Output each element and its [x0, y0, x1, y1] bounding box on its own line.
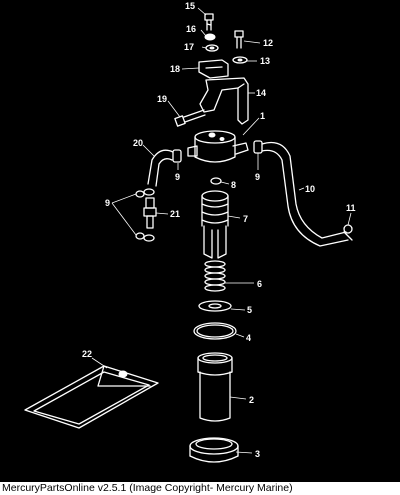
part-19-bolt: [174, 109, 206, 127]
callout-9-right: 9: [255, 172, 260, 182]
callout-3: 3: [255, 449, 260, 459]
part-15-bolt: [204, 13, 214, 31]
part-2-filter-bowl: [197, 352, 233, 422]
part-22-decal: [24, 365, 159, 429]
callout-8: 8: [231, 180, 236, 190]
callout-15: 15: [185, 1, 195, 11]
callout-4: 4: [246, 333, 251, 343]
part-18-clamp: [198, 59, 229, 79]
part-6-spring: [204, 260, 226, 292]
callout-20: 20: [133, 138, 143, 148]
part-5-washer: [198, 300, 232, 312]
callout-10: 10: [305, 184, 315, 194]
callout-2: 2: [249, 395, 254, 405]
part-8-o-ring: [210, 177, 222, 185]
part-20-hose: [147, 149, 174, 187]
part-11-clamp: [343, 224, 353, 241]
callout-5: 5: [247, 305, 252, 315]
part-13-washer: [232, 56, 248, 64]
part-10-hose: [261, 141, 349, 247]
callout-12: 12: [263, 38, 273, 48]
callout-7: 7: [243, 214, 248, 224]
part-9-clamp-upper: [135, 188, 155, 198]
part-3-collar-nut: [189, 437, 239, 463]
part-14-bracket: [199, 77, 249, 125]
exploded-parts-diagram: 15 16 17 12 13 18 14 19 1 20 9 9 8 10 11…: [24, 1, 356, 463]
copyright-caption: MercuryPartsOnline v2.5.1 (Image Copyrig…: [0, 482, 400, 495]
callout-13: 13: [260, 56, 270, 66]
callout-14: 14: [256, 88, 266, 98]
callout-labels: 15 16 17 12 13 18 14 19 1 20 9 9 8 10 11…: [82, 1, 356, 459]
part-12-screw: [234, 30, 244, 49]
callout-19: 19: [157, 94, 167, 104]
part-4-o-ring: [193, 322, 237, 340]
part-1-filter-head: [187, 130, 249, 163]
callout-21: 21: [170, 209, 180, 219]
callout-6: 6: [257, 279, 262, 289]
callout-1: 1: [260, 111, 265, 121]
callout-17: 17: [184, 42, 194, 52]
callout-18: 18: [170, 64, 180, 74]
callout-9-left: 9: [175, 172, 180, 182]
callout-16: 16: [186, 24, 196, 34]
callout-9-clamps: 9: [105, 198, 110, 208]
leader-lines: [91, 7, 352, 454]
part-16-nut: [204, 33, 216, 41]
callout-22: 22: [82, 349, 92, 359]
part-9-fitting-left: [172, 149, 182, 163]
part-7-filter-element: [201, 190, 229, 259]
part-9-clamp-lower: [135, 232, 155, 242]
part-9-fitting-right: [253, 140, 263, 154]
part-21-fitting: [143, 197, 157, 229]
part-17-washer: [205, 44, 219, 52]
callout-11: 11: [346, 203, 356, 213]
